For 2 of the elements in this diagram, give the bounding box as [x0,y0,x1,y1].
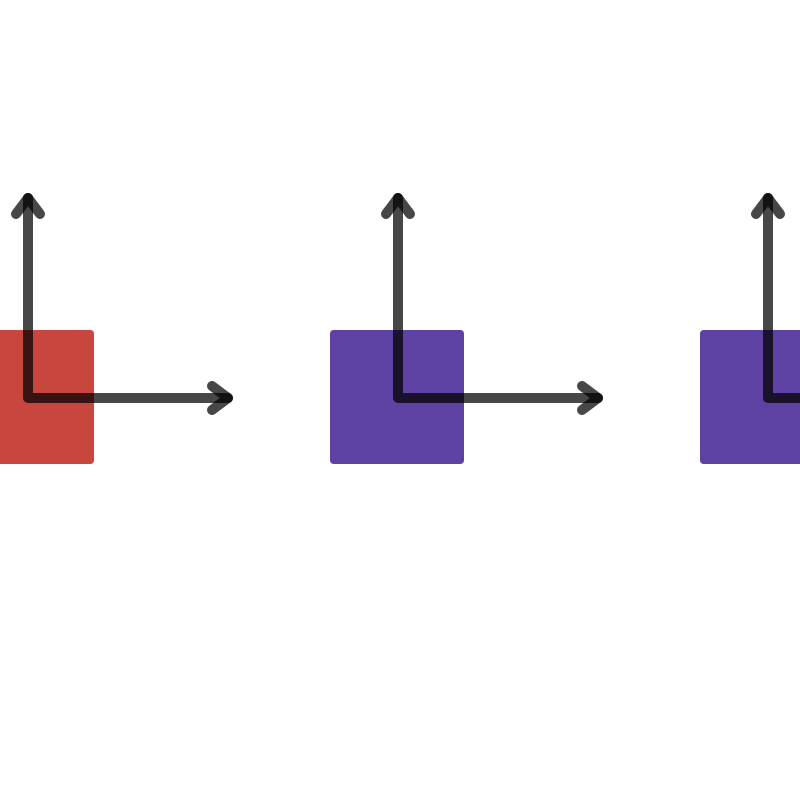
square-block [700,330,800,464]
square-block [330,330,464,464]
